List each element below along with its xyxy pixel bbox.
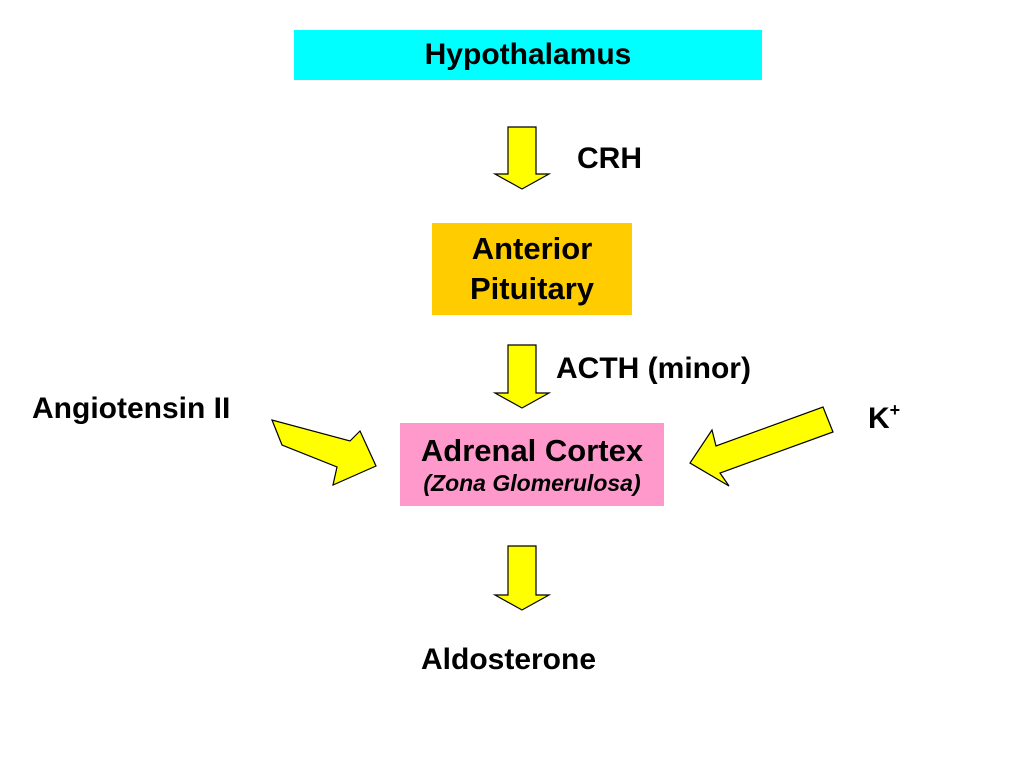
acth-label: ACTH (minor) xyxy=(556,352,751,385)
crh-label: CRH xyxy=(577,142,642,175)
arrow-potassium-to-adrenal xyxy=(689,406,834,487)
arrow-pituitary-to-adrenal xyxy=(492,344,552,409)
hypothalamus-label: Hypothalamus xyxy=(424,38,632,71)
hypothalamus-node: Hypothalamus xyxy=(294,30,762,80)
pituitary-label-line2: Pituitary xyxy=(469,271,595,306)
potassium-charge: + xyxy=(889,400,901,420)
anterior-pituitary-node: Anterior Pituitary xyxy=(432,223,632,315)
aldosterone-label: Aldosterone xyxy=(421,643,597,676)
arrow-angiotensin-to-adrenal xyxy=(270,419,377,487)
potassium-label: K+ xyxy=(868,400,900,436)
adrenal-label: Adrenal Cortex xyxy=(420,432,644,468)
potassium-symbol: K xyxy=(868,402,890,435)
adrenal-sublabel: (Zona Glomerulosa) xyxy=(423,469,641,496)
arrow-hypothalamus-to-pituitary xyxy=(492,126,552,190)
arrow-adrenal-to-aldosterone xyxy=(492,545,552,611)
angiotensin-label: Angiotensin II xyxy=(32,392,231,425)
adrenal-cortex-node: Adrenal Cortex (Zona Glomerulosa) xyxy=(400,423,664,506)
pituitary-label-line1: Anterior xyxy=(471,231,593,266)
